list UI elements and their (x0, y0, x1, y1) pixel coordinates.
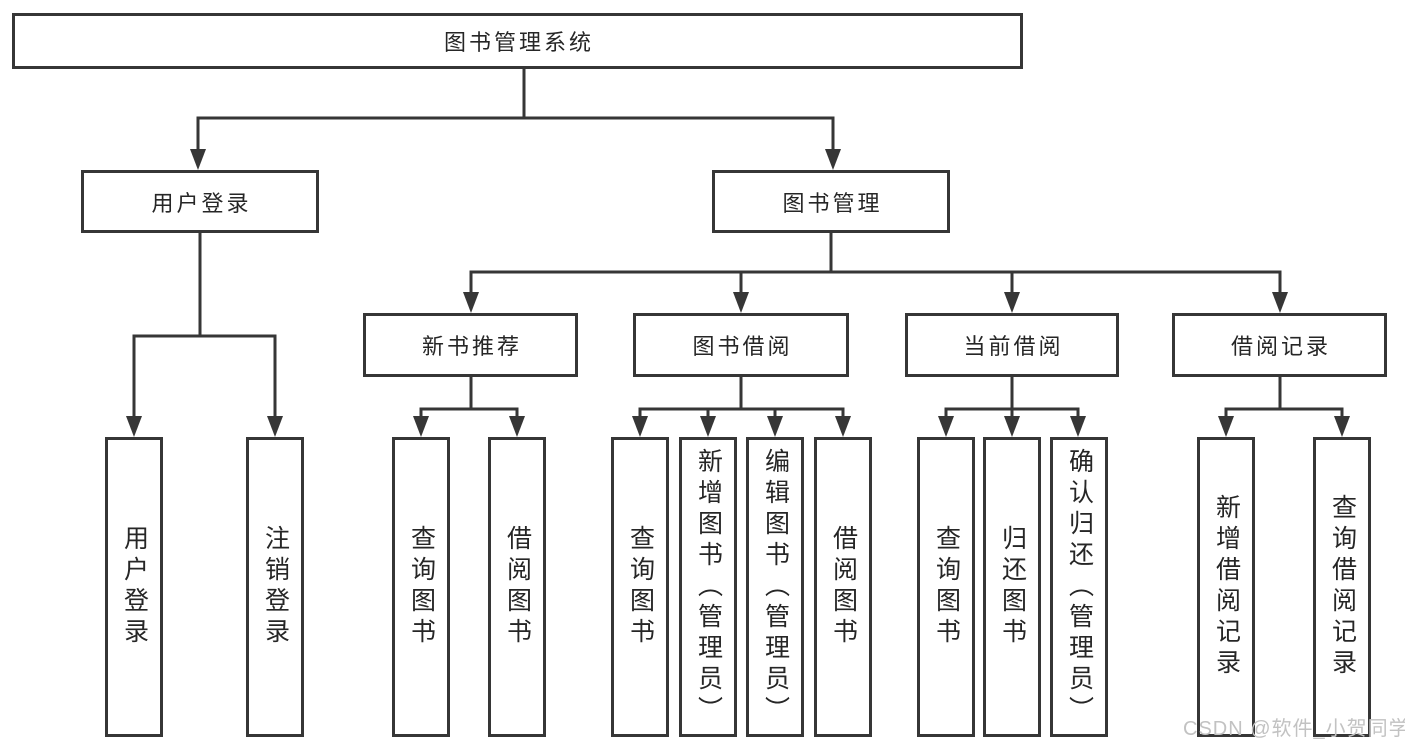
node-book-borrow: 图书借阅 (633, 313, 849, 377)
arrowhead (938, 416, 954, 437)
leaf-add-borrow-record: 新增借阅记录 (1197, 437, 1255, 737)
node-borrow-records: 借阅记录 (1172, 313, 1387, 377)
connector-borrow-records-to-leaves (1218, 377, 1350, 437)
leaf-logout: 注销登录 (246, 437, 304, 737)
arrowhead (1218, 416, 1234, 437)
leaf-query-books-borrow: 查询图书 (611, 437, 669, 737)
connector-current-borrow-to-leaves (938, 377, 1086, 437)
arrowhead (733, 292, 749, 313)
leaf-borrow-books-recommend: 借阅图书 (488, 437, 546, 737)
node-current-borrow: 当前借阅 (905, 313, 1119, 377)
arrowhead (509, 416, 525, 437)
node-root-system: 图书管理系统 (12, 13, 1023, 69)
arrowhead (835, 416, 851, 437)
leaf-user-login: 用户登录 (105, 437, 163, 737)
leaf-edit-book-admin: 编辑图书（管理员） (746, 437, 804, 737)
connector-book-borrow-to-leaves (632, 377, 851, 437)
arrowhead (413, 416, 429, 437)
arrowhead (1334, 416, 1350, 437)
leaf-borrow-books-borrow: 借阅图书 (814, 437, 872, 737)
node-user-login: 用户登录 (81, 170, 319, 233)
leaf-return-book: 归还图书 (983, 437, 1041, 737)
node-new-book-recommend: 新书推荐 (363, 313, 578, 377)
csdn-watermark: CSDN @软件_小贺同学 (1183, 718, 1405, 740)
arrowhead (632, 416, 648, 437)
leaf-query-books-recommend: 查询图书 (392, 437, 450, 737)
arrowhead (1070, 416, 1086, 437)
arrowhead (126, 416, 142, 437)
connector-book-management-to-level3 (463, 233, 1288, 313)
connector-user-login-to-leaves (126, 233, 283, 437)
connector-new-book-to-leaves (413, 377, 525, 437)
arrowhead (267, 416, 283, 437)
arrowhead (463, 292, 479, 313)
node-book-management: 图书管理 (712, 170, 950, 233)
arrowhead (1004, 416, 1020, 437)
arrowhead (1004, 292, 1020, 313)
leaf-confirm-return-admin: 确认归还（管理员） (1050, 437, 1108, 737)
arrowhead (1272, 292, 1288, 313)
leaf-query-borrow-record: 查询借阅记录 (1313, 437, 1371, 737)
arrowhead (190, 149, 206, 170)
arrowhead (825, 149, 841, 170)
leaf-query-books-current: 查询图书 (917, 437, 975, 737)
connector-root-to-level2 (190, 69, 841, 170)
arrowhead (700, 416, 716, 437)
arrowhead (767, 416, 783, 437)
leaf-add-book-admin: 新增图书（管理员） (679, 437, 737, 737)
